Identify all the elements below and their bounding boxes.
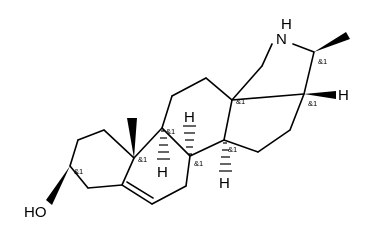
bond-c22-c17 <box>303 51 315 95</box>
bond-n-c22 <box>292 43 315 53</box>
bond-c10-c1 <box>103 129 135 159</box>
stereo-label-c22: &1 <box>318 57 327 66</box>
bond-c5-c6 <box>121 184 153 205</box>
c9-hydrogen-label: H <box>157 164 168 181</box>
stereo-label-c10: &1 <box>138 155 147 164</box>
stereo-labels: &1 &1 &1 &1 &1 &1 &1 &1 <box>74 57 327 176</box>
bond-c14-c8 <box>189 139 225 157</box>
wedge-c22-methyl <box>314 32 350 52</box>
hydroxyl-label: HO <box>24 204 47 221</box>
stereo-label-c9: &1 <box>166 127 175 136</box>
bond-c7-c8 <box>185 155 191 187</box>
bond-c14-c15 <box>223 139 259 153</box>
atom-labels: N H HO H H H H <box>24 16 349 221</box>
hash-c14-h <box>219 142 232 172</box>
nitrogen-label: N <box>276 31 287 48</box>
bond-c18-n <box>261 43 273 67</box>
stereo-label-c13: &1 <box>236 97 245 106</box>
stereo-label-c3: &1 <box>74 167 83 176</box>
c8-hydrogen-label: H <box>184 109 195 126</box>
ring-e <box>231 43 315 101</box>
bond-c5-c6-inner <box>126 181 154 199</box>
hash-c9-h <box>157 130 170 160</box>
bond-c15-c16 <box>257 129 291 153</box>
ring-d <box>223 93 305 153</box>
c17-hydrogen-label: H <box>338 87 349 104</box>
hash-c8-h <box>183 125 196 155</box>
bond-c17-c13 <box>231 93 305 101</box>
nitrogen-h-label: H <box>281 16 292 33</box>
bond-c9-c11 <box>161 95 173 129</box>
bond-c6-c7 <box>151 185 187 205</box>
bond-c2-c3 <box>69 139 79 167</box>
bond-c13-c14 <box>223 99 233 141</box>
stereo-bonds <box>46 32 350 205</box>
bond-c16-c17 <box>289 93 305 131</box>
bond-c1-c2 <box>77 129 105 141</box>
bond-c11-c12 <box>171 77 207 97</box>
ring-a <box>69 129 135 189</box>
bond-c9-c10 <box>133 127 163 159</box>
bond-c8-c9 <box>161 127 191 157</box>
stereo-label-c14: &1 <box>228 145 237 154</box>
ring-c <box>161 77 233 157</box>
wedge-c17-h <box>304 91 336 99</box>
bond-c3-c4 <box>69 165 89 189</box>
bond-c12-c13 <box>205 77 233 101</box>
bond-c4-c5 <box>87 184 123 189</box>
wedge-c10-methyl <box>127 118 137 158</box>
ring-b <box>121 127 191 205</box>
stereo-label-c8: &1 <box>194 159 203 168</box>
bond-c5-c10 <box>121 157 135 186</box>
bond-c13-c18 <box>231 65 263 101</box>
stereo-label-c17: &1 <box>308 99 317 108</box>
wedge-c3-oh <box>46 166 70 205</box>
c14-hydrogen-label: H <box>219 175 230 192</box>
